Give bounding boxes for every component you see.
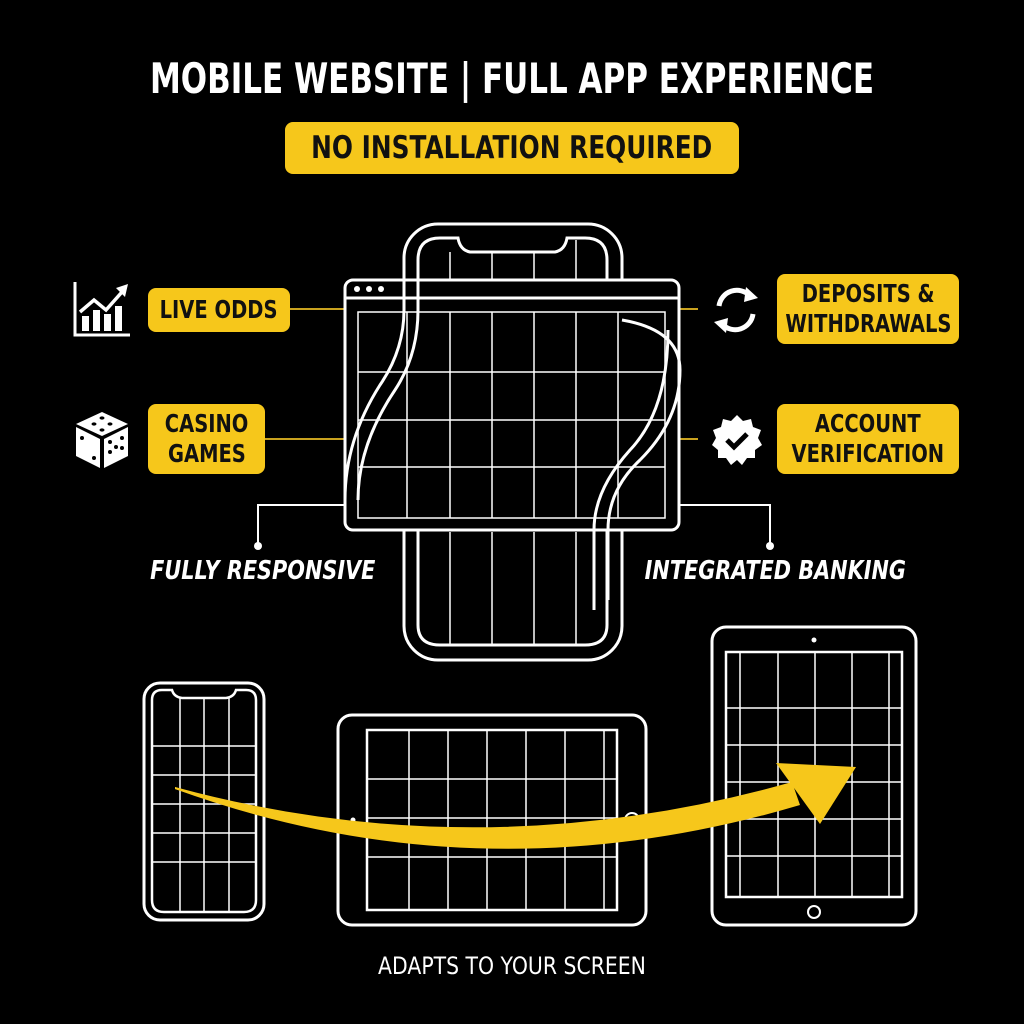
verified-badge-icon: [712, 415, 762, 465]
dice-icon: [76, 412, 128, 468]
subtitle-text: NO INSTALLATION REQUIRED: [311, 130, 713, 166]
phone-grid: [449, 240, 577, 645]
small-phone-device: [142, 681, 266, 922]
badge-live-odds: LIVE ODDS: [148, 288, 290, 332]
footer-tagline: ADAPTS TO YOUR SCREEN: [378, 952, 646, 980]
caption-fully-responsive: FULLY RESPONSIVE: [150, 556, 376, 586]
subtitle-badge: NO INSTALLATION REQUIRED: [285, 122, 739, 174]
morph-curves: [343, 260, 682, 610]
badge-label-line2: GAMES: [167, 439, 246, 468]
connector-lines: [265, 308, 698, 440]
badge-label: LIVE ODDS: [160, 295, 278, 324]
page-title: MOBILE WEBSITE | FULL APP EXPERIENCE: [149, 54, 875, 103]
adapt-arrow: [175, 763, 856, 849]
badge-account-verification: ACCOUNT VERIFICATION: [777, 404, 959, 474]
caption-integrated-banking: INTEGRATED BANKING: [644, 556, 907, 586]
badge-label-line2: WITHDRAWALS: [785, 309, 952, 338]
refresh-arrows-icon: [714, 287, 758, 333]
badge-label-line2: VERIFICATION: [791, 439, 945, 468]
landscape-tablet-device: [336, 713, 648, 927]
chart-growth-icon: [73, 282, 130, 337]
badge-label-line1: ACCOUNT: [815, 409, 921, 438]
badge-label-line1: CASINO: [164, 409, 249, 438]
badge-deposits-withdrawals: DEPOSITS & WITHDRAWALS: [777, 274, 959, 344]
badge-label-line1: DEPOSITS &: [801, 279, 935, 308]
browser-window: [343, 278, 681, 532]
badge-casino-games: CASINO GAMES: [148, 404, 265, 474]
browser-grid: [357, 311, 666, 519]
